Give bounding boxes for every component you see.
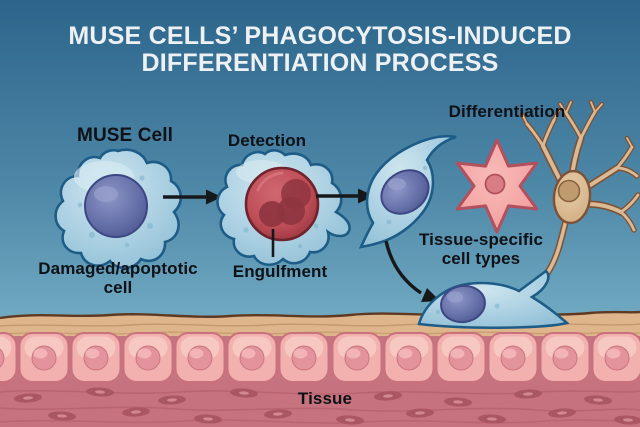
title-line-1: MUSE CELLS’ PHAGOCYTOSIS-INDUCED bbox=[68, 22, 572, 50]
apoptotic-cell-engulfed bbox=[244, 166, 320, 242]
label-tissue-specific-line-2: cell types bbox=[441, 249, 521, 268]
label-damaged-line-2: cell bbox=[103, 278, 133, 297]
differentiating-spindle-cell bbox=[358, 134, 457, 249]
label-damaged-line-1: Damaged/apoptotic bbox=[38, 259, 198, 278]
arrow-muse-to-detection bbox=[163, 189, 222, 205]
label-tissue-specific-cell-types: Tissue-specific cell types bbox=[371, 230, 591, 268]
title-line-2: DIFFERENTIATION PROCESS bbox=[141, 49, 499, 77]
muse-cell-illustration bbox=[54, 148, 183, 270]
arrow-detection-to-differentiation bbox=[316, 188, 374, 204]
label-muse-cell: MUSE Cell bbox=[77, 125, 173, 146]
engulfment-cell-illustration bbox=[216, 149, 351, 266]
label-damaged-apoptotic-cell: Damaged/apoptotic cell bbox=[8, 259, 228, 297]
tissue-cross-section bbox=[0, 310, 640, 427]
label-detection: Detection bbox=[227, 131, 307, 150]
tissue-integrated-cell bbox=[417, 269, 570, 329]
label-tissue-specific-line-1: Tissue-specific bbox=[418, 230, 544, 249]
epithelial-cell-layer bbox=[0, 332, 640, 383]
label-engulfment: Engulfment bbox=[232, 262, 328, 281]
star-shaped-cell bbox=[455, 138, 539, 234]
diagram-title: MUSE CELLS’ PHAGOCYTOSIS-INDUCED DIFFERE… bbox=[0, 23, 640, 77]
label-tissue: Tissue bbox=[297, 389, 353, 408]
label-differentiation: Differentiation bbox=[448, 102, 566, 121]
